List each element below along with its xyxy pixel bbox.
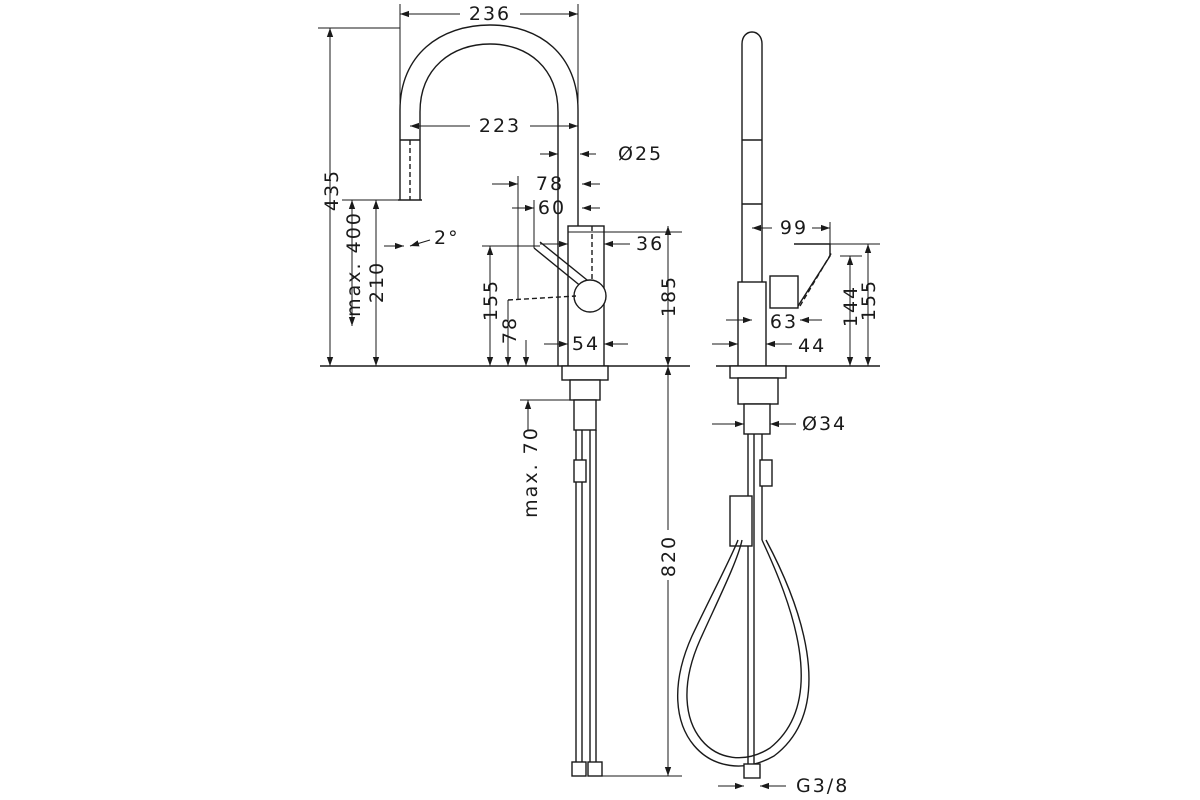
dim-max400: max. 400 [343,211,365,317]
dim-435: 435 [321,169,343,211]
dim-210: 210 [366,261,388,303]
dim-63: 63 [770,311,798,333]
hose-loop [686,539,802,759]
dim-54: 54 [572,333,600,355]
dim-36: 36 [636,233,664,255]
front-view: 236 223 Ø25 78 60 36 435 max. 400 21 [318,3,690,777]
dim-d34: Ø34 [802,413,847,435]
dim-820: 820 [658,535,680,577]
spout-side [741,31,763,366]
mounting-nut-side [743,403,771,435]
dim-155b: 155 [858,279,880,321]
spout-outer [399,24,579,366]
dim-155a: 155 [480,279,502,321]
hose-weight [729,495,753,547]
lever-hub [573,279,607,313]
dim-d25: Ø25 [618,143,663,165]
dim-2deg: 2° [434,227,460,249]
spout-inner [419,43,559,366]
dim-99: 99 [780,217,808,239]
lever-side [769,275,799,309]
dim-44: 44 [798,335,826,357]
dim-185: 185 [658,275,680,317]
dim-78b: 78 [499,316,521,344]
dim-78a: 78 [536,173,564,195]
lever-open-position [507,295,577,301]
dim-60: 60 [538,197,566,219]
side-view: 99 63 44 144 155 Ø34 G3/8 [677,31,880,797]
dim-g38: G3/8 [796,775,849,797]
mounting-nut [573,399,597,431]
dim-223: 223 [479,115,521,137]
dim-236: 236 [469,3,511,25]
dim-144: 144 [840,285,862,327]
dim-max70: max. 70 [520,426,542,518]
